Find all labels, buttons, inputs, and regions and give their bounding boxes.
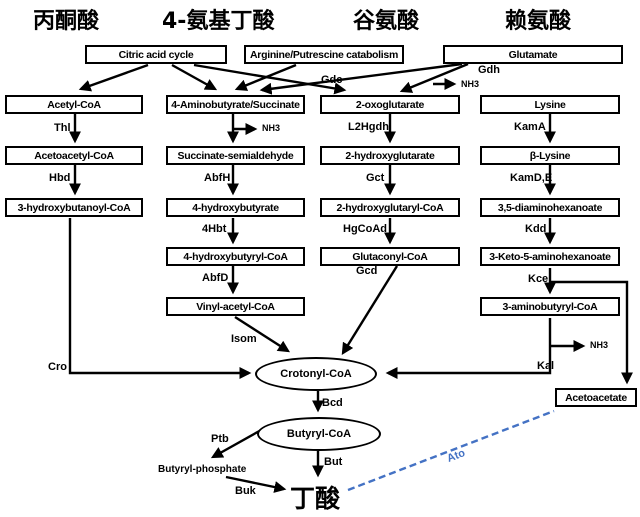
- header-pyruvate: 丙酮酸: [33, 9, 100, 34]
- arrow-ptb: [210, 427, 264, 459]
- node-2-oxoglutarate: 2-oxoglutarate: [320, 95, 460, 114]
- node-butyryl-coa: Butyryl-CoA: [257, 417, 381, 451]
- node-arginine-putrescine-catabolism: Arginine/Putrescine catabolism: [244, 45, 404, 64]
- node-3-5-diaminohexanoate: 3,5-diaminohexanoate: [480, 198, 620, 217]
- arrow-kal-to-crotonyl: [385, 318, 552, 379]
- arrow-citric-to-oxoglutarate: [193, 63, 347, 95]
- dashed-ato-line: [347, 409, 555, 492]
- node-4-hydroxybutyrate: 4-hydroxybutyrate: [166, 198, 305, 217]
- enzyme-gdc: Gdc: [321, 74, 343, 86]
- header-lysine: 赖氨酸: [505, 9, 572, 34]
- node-2-hydroxyglutarate: 2-hydroxyglutarate: [320, 146, 460, 165]
- enzyme-kamde: KamD,E: [510, 172, 553, 184]
- node-3-keto-5-aminohexanoate: 3-Keto-5-aminohexanoate: [480, 247, 620, 266]
- enzyme-abfh: AbfH: [204, 172, 231, 184]
- header-gaba: 4-氨基丁酸: [162, 9, 275, 34]
- label-nh3-gaba: NH3: [262, 123, 281, 133]
- enzyme-bcd: Bcd: [322, 397, 343, 409]
- node-acetoacetyl-coa: Acetoacetyl-CoA: [5, 146, 143, 165]
- enzyme-kce: Kce: [528, 273, 549, 285]
- enzyme-hgcoad: HgCoAd: [343, 223, 387, 235]
- enzyme-gct: Gct: [366, 172, 385, 184]
- node-succinate-semialdehyde: Succinate-semialdehyde: [166, 146, 305, 165]
- arrow-gdc-glutamate-to-aminobutyrate: [259, 62, 463, 95]
- enzyme-gcd: Gcd: [356, 265, 378, 277]
- node-glutamate: Glutamate: [443, 45, 623, 64]
- node-4-aminobutyrate-succinate: 4-Aminobutyrate/Succinate: [166, 95, 305, 114]
- enzyme-kdd: Kdd: [525, 223, 547, 235]
- header-glutamate: 谷氨酸: [353, 9, 420, 34]
- arrow-gcd-to-crotonyl: [341, 265, 399, 356]
- enzyme-buk: Buk: [235, 485, 256, 497]
- node-acetoacetate: Acetoacetate: [555, 388, 637, 407]
- node-beta-lysine: β-Lysine: [480, 146, 620, 165]
- label-nh3-glutamate: NH3: [461, 79, 480, 89]
- node-glutaconyl-coa: Glutaconyl-CoA: [320, 247, 460, 266]
- enzyme-but: But: [324, 456, 343, 468]
- node-2-hydroxyglutaryl-coa: 2-hydroxyglutaryl-CoA: [320, 198, 460, 217]
- enzyme-abfd: AbfD: [202, 272, 229, 284]
- enzyme-4hbt: 4Hbt: [202, 223, 227, 235]
- node-lysine: Lysine: [480, 95, 620, 114]
- node-acetyl-coa: Acetyl-CoA: [5, 95, 143, 114]
- label-nh3-lysine: NH3: [590, 340, 609, 350]
- node-4-hydroxybutyryl-coa: 4-hydroxybutyryl-CoA: [166, 247, 305, 266]
- arrow-citric-to-aminobutyrate: [171, 63, 218, 91]
- node-crotonyl-coa: Crotonyl-CoA: [255, 357, 377, 391]
- node-3-hydroxybutanoyl-coa: 3-hydroxybutanoyl-CoA: [5, 198, 143, 217]
- node-3-aminobutyryl-coa: 3-aminobutyryl-CoA: [480, 297, 620, 316]
- arrow-citric-to-acetylcoa: [78, 63, 149, 92]
- enzyme-kama: KamA: [514, 121, 546, 133]
- enzyme-kal: Kal: [537, 360, 555, 372]
- arrow-isom-to-crotonyl: [234, 315, 291, 353]
- enzyme-hbd: Hbd: [49, 172, 71, 184]
- node-butyryl-phosphate: Butyryl-phosphate: [158, 464, 247, 475]
- node-vinyl-acetyl-coa: Vinyl-acetyl-CoA: [166, 297, 305, 316]
- arrow-kce-branch-to-acetoacetate: [550, 280, 633, 385]
- node-butyrate: 丁酸: [290, 484, 341, 513]
- enzyme-l2hgdh: L2Hgdh: [348, 121, 389, 133]
- arrow-buk: [225, 475, 287, 493]
- enzyme-cro: Cro: [48, 361, 67, 373]
- enzyme-isom: Isom: [231, 333, 257, 345]
- arrow-cro-to-crotonyl: [68, 218, 252, 379]
- enzyme-gdh: Gdh: [478, 64, 500, 76]
- node-citric-acid-cycle: Citric acid cycle: [85, 45, 227, 64]
- enzyme-thl: Thl: [54, 122, 71, 134]
- arrow-arg-to-aminobutyrate: [234, 63, 297, 91]
- enzyme-ptb: Ptb: [211, 433, 229, 445]
- arrow-gdh-glutamate-to-oxoglutarate: [399, 62, 469, 93]
